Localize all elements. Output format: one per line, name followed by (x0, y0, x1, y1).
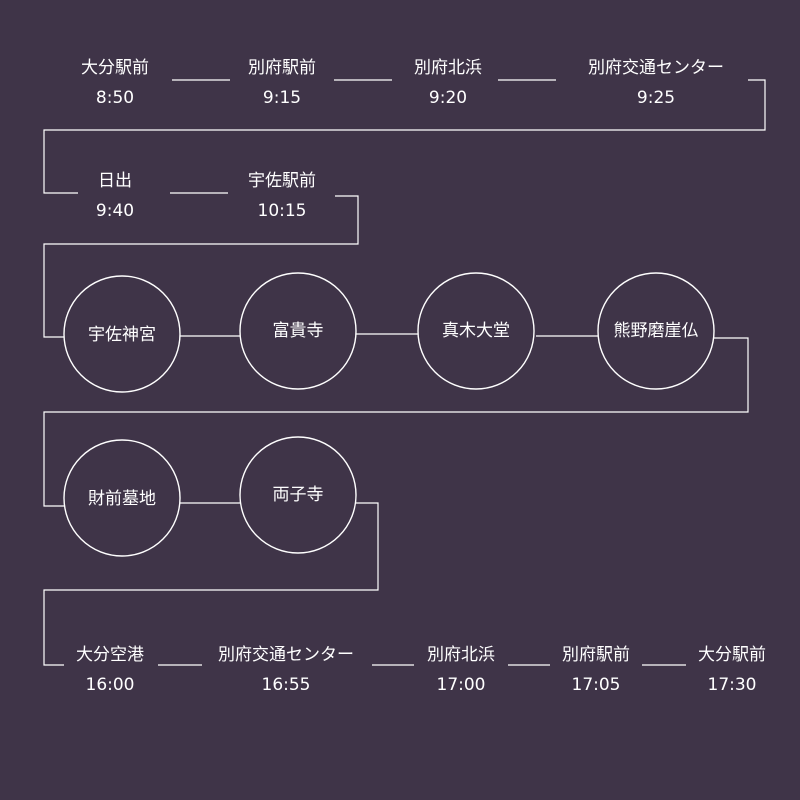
sightseeing-spots-row-2: 財前墓地 両子寺 (63, 436, 357, 557)
stop-name: 別府駅前 (562, 645, 630, 665)
wrap-connector (43, 337, 749, 507)
stop-time: 16:00 (86, 675, 135, 695)
bus-stop-row-return: 大分空港 16:00 別府交通センター 16:55 別府北浜 17:00 別府駅… (76, 645, 766, 695)
sightseeing-spot: 両子寺 (239, 436, 357, 554)
stop-time: 9:20 (429, 88, 467, 108)
stop-time: 9:25 (637, 88, 675, 108)
stop-name: 別府交通センター (218, 645, 354, 665)
stop-time: 17:30 (708, 675, 757, 695)
stop-name: 大分空港 (76, 645, 144, 665)
sightseeing-spot: 真木大堂 (417, 272, 535, 390)
wrap-connector (43, 502, 379, 666)
sightseeing-spot: 熊野磨崖仏 (597, 272, 715, 390)
bus-stop-row-2: 日出 9:40 宇佐駅前 10:15 (96, 171, 316, 221)
stop-time: 10:15 (258, 201, 307, 221)
stop-name: 大分駅前 (698, 645, 766, 665)
spot-circle (63, 439, 181, 557)
bus-stop: 宇佐駅前 10:15 (248, 171, 316, 221)
bus-stop: 別府北浜 17:00 (427, 645, 495, 695)
spot-name: 熊野磨崖仏 (614, 321, 699, 341)
bus-stop: 別府交通センター 16:55 (218, 645, 354, 695)
wrap-connector (43, 79, 766, 194)
spot-circle (63, 275, 181, 393)
connector-lines (43, 79, 766, 666)
bus-stop: 大分空港 16:00 (76, 645, 144, 695)
stop-time: 16:55 (262, 675, 311, 695)
bus-stop: 大分駅前 17:30 (698, 645, 766, 695)
stop-name: 別府北浜 (414, 58, 482, 78)
stop-name: 別府駅前 (248, 58, 316, 78)
stop-time: 17:00 (437, 675, 486, 695)
stop-time: 17:05 (572, 675, 621, 695)
bus-stop: 大分駅前 8:50 (81, 58, 149, 108)
bus-stop: 日出 9:40 (96, 171, 134, 221)
stop-name: 宇佐駅前 (248, 171, 316, 191)
stop-name: 日出 (98, 171, 132, 191)
wrap-connector (43, 195, 359, 338)
spot-circle (239, 436, 357, 554)
spot-name: 宇佐神宮 (88, 325, 156, 345)
spot-circle (239, 272, 357, 390)
sightseeing-spot: 財前墓地 (63, 439, 181, 557)
sightseeing-spot: 富貴寺 (239, 272, 357, 390)
sightseeing-spot: 宇佐神宮 (63, 275, 181, 393)
stop-time: 8:50 (96, 88, 134, 108)
bus-stop: 別府交通センター 9:25 (588, 58, 724, 108)
spot-name: 両子寺 (273, 485, 324, 505)
bus-stop-row-1: 大分駅前 8:50 別府駅前 9:15 別府北浜 9:20 別府交通センター 9… (81, 58, 724, 108)
spot-name: 富貴寺 (273, 321, 324, 341)
spot-name: 財前墓地 (88, 489, 156, 509)
bus-stop: 別府駅前 17:05 (562, 645, 630, 695)
spot-circle (597, 272, 715, 390)
stop-name: 大分駅前 (81, 58, 149, 78)
stop-name: 別府交通センター (588, 58, 724, 78)
sightseeing-spots-row-1: 宇佐神宮 富貴寺 真木大堂 熊野磨崖仏 (63, 272, 715, 393)
stop-name: 別府北浜 (427, 645, 495, 665)
spot-name: 真木大堂 (442, 321, 510, 341)
stop-time: 9:15 (263, 88, 301, 108)
spot-circle (417, 272, 535, 390)
stop-time: 9:40 (96, 201, 134, 221)
bus-stop: 別府駅前 9:15 (248, 58, 316, 108)
bus-stop: 別府北浜 9:20 (414, 58, 482, 108)
